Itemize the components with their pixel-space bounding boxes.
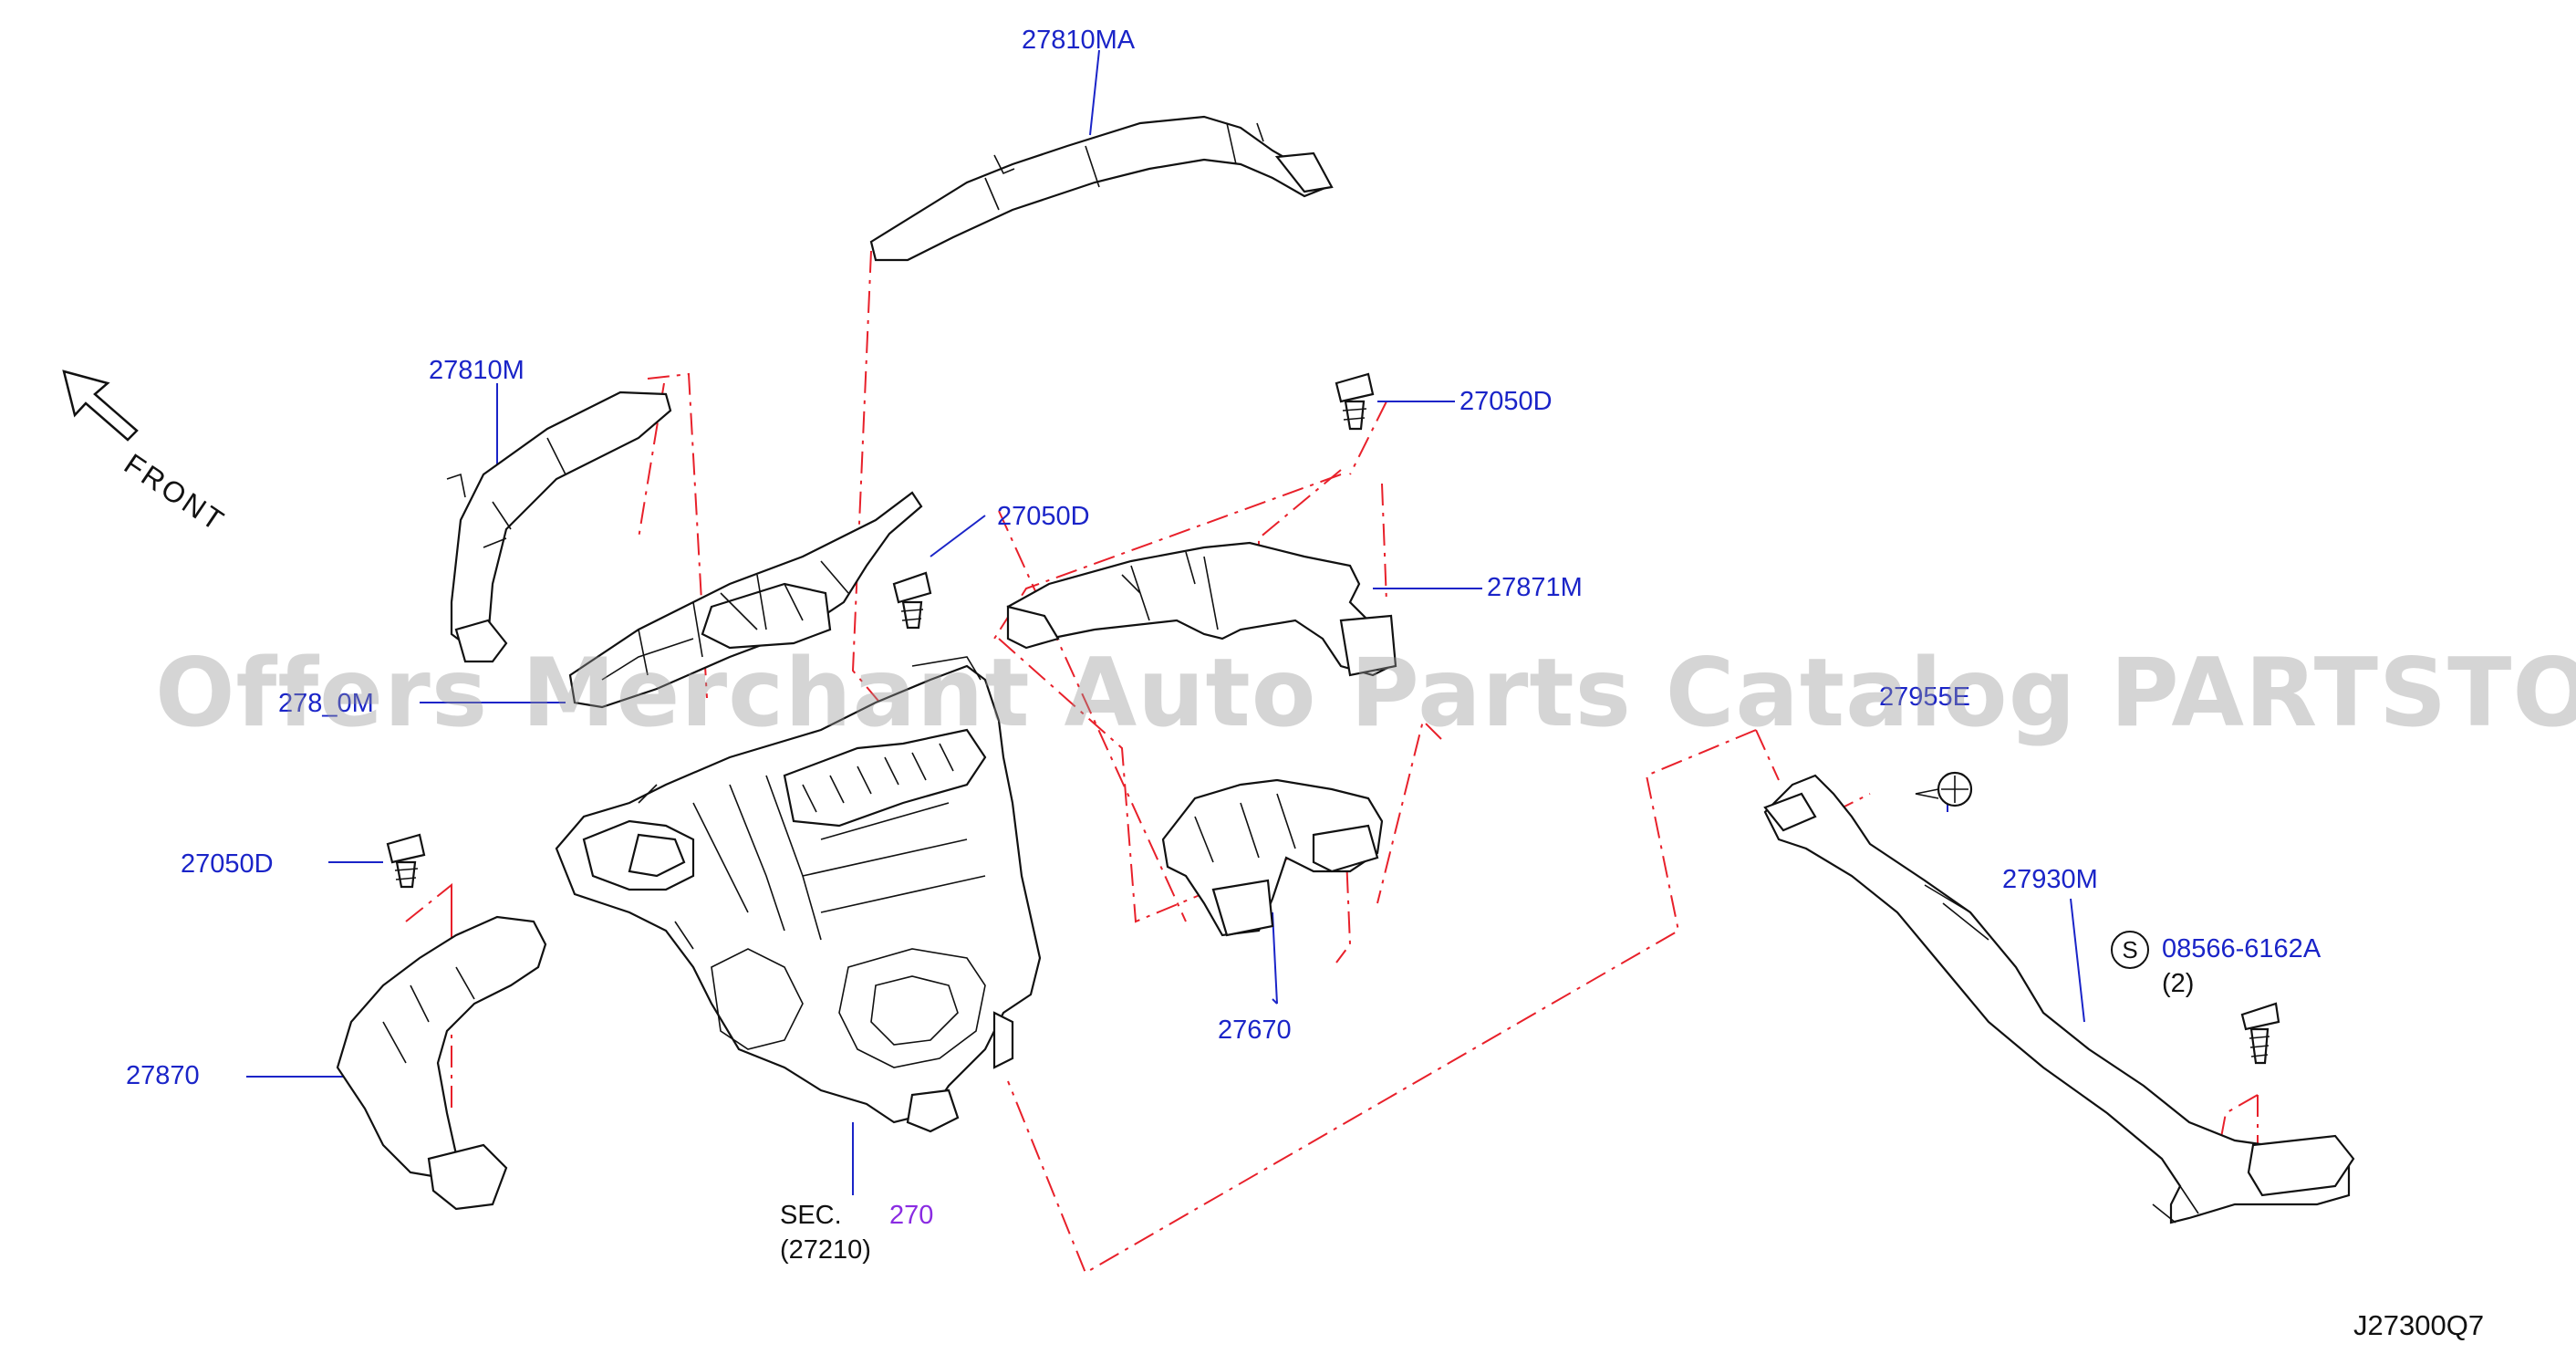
- part-label-27870[interactable]: 27870: [126, 1061, 200, 1090]
- leader-lines: [246, 49, 2085, 1195]
- duct-27810M: [446, 391, 672, 663]
- clip-27050D-c-icon: [386, 833, 426, 889]
- screw-08566-icon: [2240, 1002, 2280, 1065]
- part-quantity-08566: (2): [2162, 969, 2195, 998]
- part-label-27930M[interactable]: 27930M: [2002, 865, 2098, 894]
- part-label-27810M[interactable]: 27810M: [429, 356, 525, 385]
- part-label-27050D-left[interactable]: 27050D: [181, 849, 274, 879]
- duct-27810M-frame: [568, 491, 923, 709]
- grommet-27955E-icon: [1915, 771, 1973, 807]
- duct-27870: [336, 915, 547, 1211]
- section-ref-prefix: SEC.: [780, 1201, 842, 1230]
- part-label-08566-6162A[interactable]: 08566-6162A: [2162, 934, 2322, 963]
- standard-part-symbol: S: [2111, 931, 2149, 969]
- part-label-27955E[interactable]: 27955E: [1879, 682, 1970, 712]
- part-label-27670[interactable]: 27670: [1218, 1016, 1292, 1045]
- section-ref-sub: (27210): [780, 1235, 871, 1265]
- duct-27670: [1161, 778, 1384, 937]
- alignment-lines: [405, 250, 2259, 1275]
- watermark: Offers Merchant Auto Parts Catalog PARTS…: [155, 639, 2576, 748]
- hvac-unit: [555, 656, 1042, 1133]
- front-arrow-icon: [62, 370, 139, 442]
- diagram-code: J27300Q7: [2353, 1309, 2485, 1341]
- part-label-27810MA[interactable]: 27810MA: [1022, 26, 1136, 55]
- part-label-27810M-lower[interactable]: 278_0M: [278, 689, 374, 718]
- part-label-27050D-center[interactable]: 27050D: [997, 502, 1090, 531]
- part-label-27050D-upper[interactable]: 27050D: [1459, 387, 1553, 416]
- clip-27050D-b-icon: [892, 571, 932, 630]
- duct-27871M: [1006, 541, 1397, 677]
- section-ref-link[interactable]: 270: [889, 1201, 934, 1230]
- duct-27810MA: [869, 115, 1334, 262]
- clip-27050D-a-icon: [1335, 372, 1375, 431]
- part-label-27871M[interactable]: 27871M: [1487, 573, 1583, 602]
- duct-27930M: [1763, 774, 2355, 1224]
